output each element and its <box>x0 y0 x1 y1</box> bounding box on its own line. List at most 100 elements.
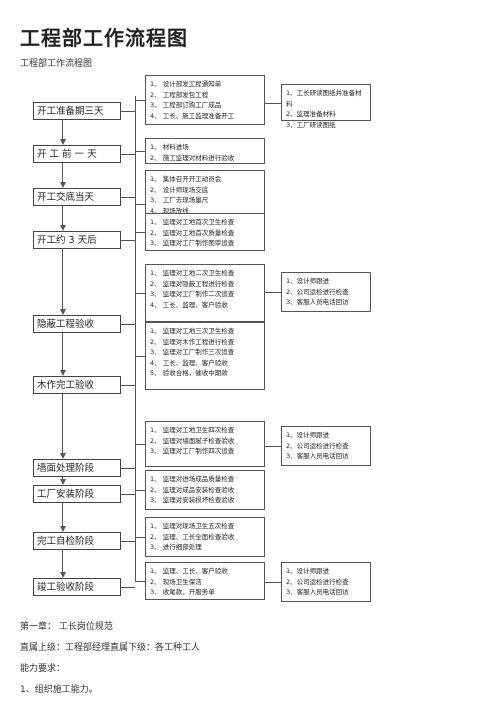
stage-box: 开工交底当天 <box>33 188 121 206</box>
stage-box: 开工准备期三天 <box>33 102 121 120</box>
stage-box: 竣工验收阶段 <box>33 578 121 596</box>
step-detail-item: 1、 监理对工地二次卫生检查 <box>150 269 235 277</box>
flow-connector <box>62 333 63 371</box>
step-detail-item: 1、 监理对现场卫生五次检查 <box>150 522 235 530</box>
side-note-item: 3、客服人员电话回访 <box>286 452 349 460</box>
side-note-item: 2、监理准备材料 <box>286 110 336 118</box>
flow-connector <box>62 206 63 226</box>
stage-connector <box>121 494 135 495</box>
stage-connector <box>121 111 135 112</box>
step-detail-item: 1、 材料进场 <box>150 143 189 151</box>
flow-connector <box>62 249 63 310</box>
stage-connector <box>121 197 135 198</box>
stage-box: 墙面处理阶段 <box>33 459 121 477</box>
step-detail-item: 2、 工程部发包工程 <box>150 90 209 99</box>
step-detail-box: 1、 监理、工长、客户验收 2、 现场卫生保洁 3、 收尾款，开服务单 <box>145 562 265 600</box>
step-detail-box: 1、 监理对现场卫生五次检查 2、 监理、工长全面检查验收 3、 进行细部处理 <box>145 517 265 557</box>
step-detail-item: 4、 工长、监理、客户验收 <box>150 358 228 367</box>
step-detail-item: 4、 工长、监理、客户验收 <box>150 300 228 309</box>
step-detail-item: 4、 现场放线 <box>150 206 189 215</box>
step-detail-item: 2、 监理对成品安装检查验收 <box>150 485 235 494</box>
step-detail-item: 2、 设计师现场交底 <box>150 185 209 194</box>
flow-connector <box>62 163 63 183</box>
stage-connector <box>121 541 135 542</box>
side-note-item: 3、客服人员电话回访 <box>286 298 349 306</box>
step-detail-item: 2、 监理对木作工程进行检查 <box>150 337 235 346</box>
box-connector <box>135 293 145 294</box>
side-note-item: 2、公司运检进行检查 <box>286 287 349 296</box>
stage-box: 隐蔽工程验收 <box>33 315 121 333</box>
side-note-item: 1、设计师跟进 <box>286 567 330 575</box>
arrow-down-icon <box>59 182 66 188</box>
chart-subtitle: 工程部工作流程图 <box>20 59 93 69</box>
step-detail-item: 4、 工长、施工监理准备开工 <box>150 111 235 120</box>
side-connector <box>265 292 281 293</box>
side-note-item: 3、工厂研读图纸 <box>286 120 336 129</box>
footer-ability: 能力要求： <box>20 664 66 674</box>
side-note-item: 3、客服人员电话回访 <box>286 588 349 596</box>
step-detail-item: 3、 工厂去现场量尺 <box>150 196 209 204</box>
box-connector <box>135 581 145 582</box>
stage-connector <box>121 587 135 588</box>
flow-connector <box>62 120 63 140</box>
footer-superior: 直属上级：工程部经理直属下级：各工种工人 <box>20 643 201 653</box>
step-detail-item: 1、 监理、工长、客户验收 <box>150 567 228 575</box>
arrow-down-icon <box>59 453 66 459</box>
step-detail-item: 3、 收尾款，开服务单 <box>150 588 215 596</box>
step-detail-item: 1、 监理对进场成品质量检查 <box>150 475 235 483</box>
stage-connector <box>121 324 135 325</box>
box-connector <box>135 232 145 233</box>
step-detail-item: 2、 监理、工长全面检查验收 <box>150 532 235 541</box>
flow-connector <box>62 394 63 454</box>
footer-item: 1、组织施工能力。 <box>20 685 98 695</box>
stage-connector <box>121 240 135 241</box>
step-detail-item: 3、 工程部订购工厂成品 <box>150 101 222 109</box>
stage-connector <box>121 468 135 469</box>
footer-chapter: 第一章： 工长岗位规范 <box>20 622 113 632</box>
box-connector <box>135 490 145 491</box>
step-detail-item: 3、 监理对工厂制作三次追查 <box>150 348 235 356</box>
detail-spine <box>135 96 136 581</box>
arrow-down-icon <box>59 309 66 315</box>
step-detail-box: 1、 设计部发工程通知单 2、 工程部发包工程 3、 工程部订购工厂成品 4、 工长、… <box>145 75 265 125</box>
step-detail-item: 1、 监理对工地首次卫生检查 <box>150 218 235 226</box>
stage-box: 木作完工验收 <box>33 376 121 394</box>
step-detail-box: 1、 监理对工地三次卫生检查 2、 监理对木作工程进行检查 3、 监理对工厂制作三次… <box>145 322 265 390</box>
arrow-down-icon <box>59 526 66 532</box>
stage-box: 工厂安装阶段 <box>33 485 121 503</box>
box-connector <box>135 537 145 538</box>
stage-connector <box>121 385 135 386</box>
stage-connector <box>121 154 135 155</box>
step-detail-item: 1、 集体召开开工动员会 <box>150 175 222 183</box>
side-note-item: 2、公司运检进行检查 <box>286 441 349 450</box>
step-detail-box: 1、 材料进场 2、 施工监理对材料进行验收 <box>145 138 265 164</box>
page-title: 工程部工作流程图 <box>20 26 188 50</box>
flow-connector <box>62 503 63 527</box>
stage-box: 完工自检阶段 <box>33 532 121 550</box>
step-detail-item: 2、 监理对工地首次质量检查 <box>150 228 235 237</box>
step-detail-item: 1、 设计部发工程通知单 <box>150 80 222 88</box>
side-note-box: 1、设计师跟进 2、公司运检进行检查 3、客服人员电话回访 <box>281 272 371 312</box>
step-detail-item: 1、 监理对工地三次卫生检查 <box>150 327 235 335</box>
box-connector <box>135 100 145 101</box>
stage-box: 开 工 前 一 天 <box>33 145 121 163</box>
step-detail-box: 1、 监理对工地首次卫生检查 2、 监理对工地首次质量检查 3、 监理对工厂制作图审… <box>145 213 265 251</box>
side-connector <box>265 102 281 104</box>
side-connector <box>265 582 281 583</box>
side-note-item: 1、设计师跟进 <box>286 277 330 285</box>
step-detail-item: 2、 监理对隐蔽工程进行检查 <box>150 279 235 288</box>
flow-connector <box>62 477 63 480</box>
box-connector <box>135 204 145 205</box>
arrow-down-icon <box>59 479 66 485</box>
step-detail-item: 2、 施工监理对材料进行验收 <box>150 153 235 162</box>
step-detail-item: 2、 现场卫生保洁 <box>150 577 202 586</box>
box-connector <box>135 444 145 445</box>
step-detail-item: 3、 进行细部处理 <box>150 543 202 551</box>
step-detail-item: 3、 监理对工厂制作图审追查 <box>150 239 235 247</box>
